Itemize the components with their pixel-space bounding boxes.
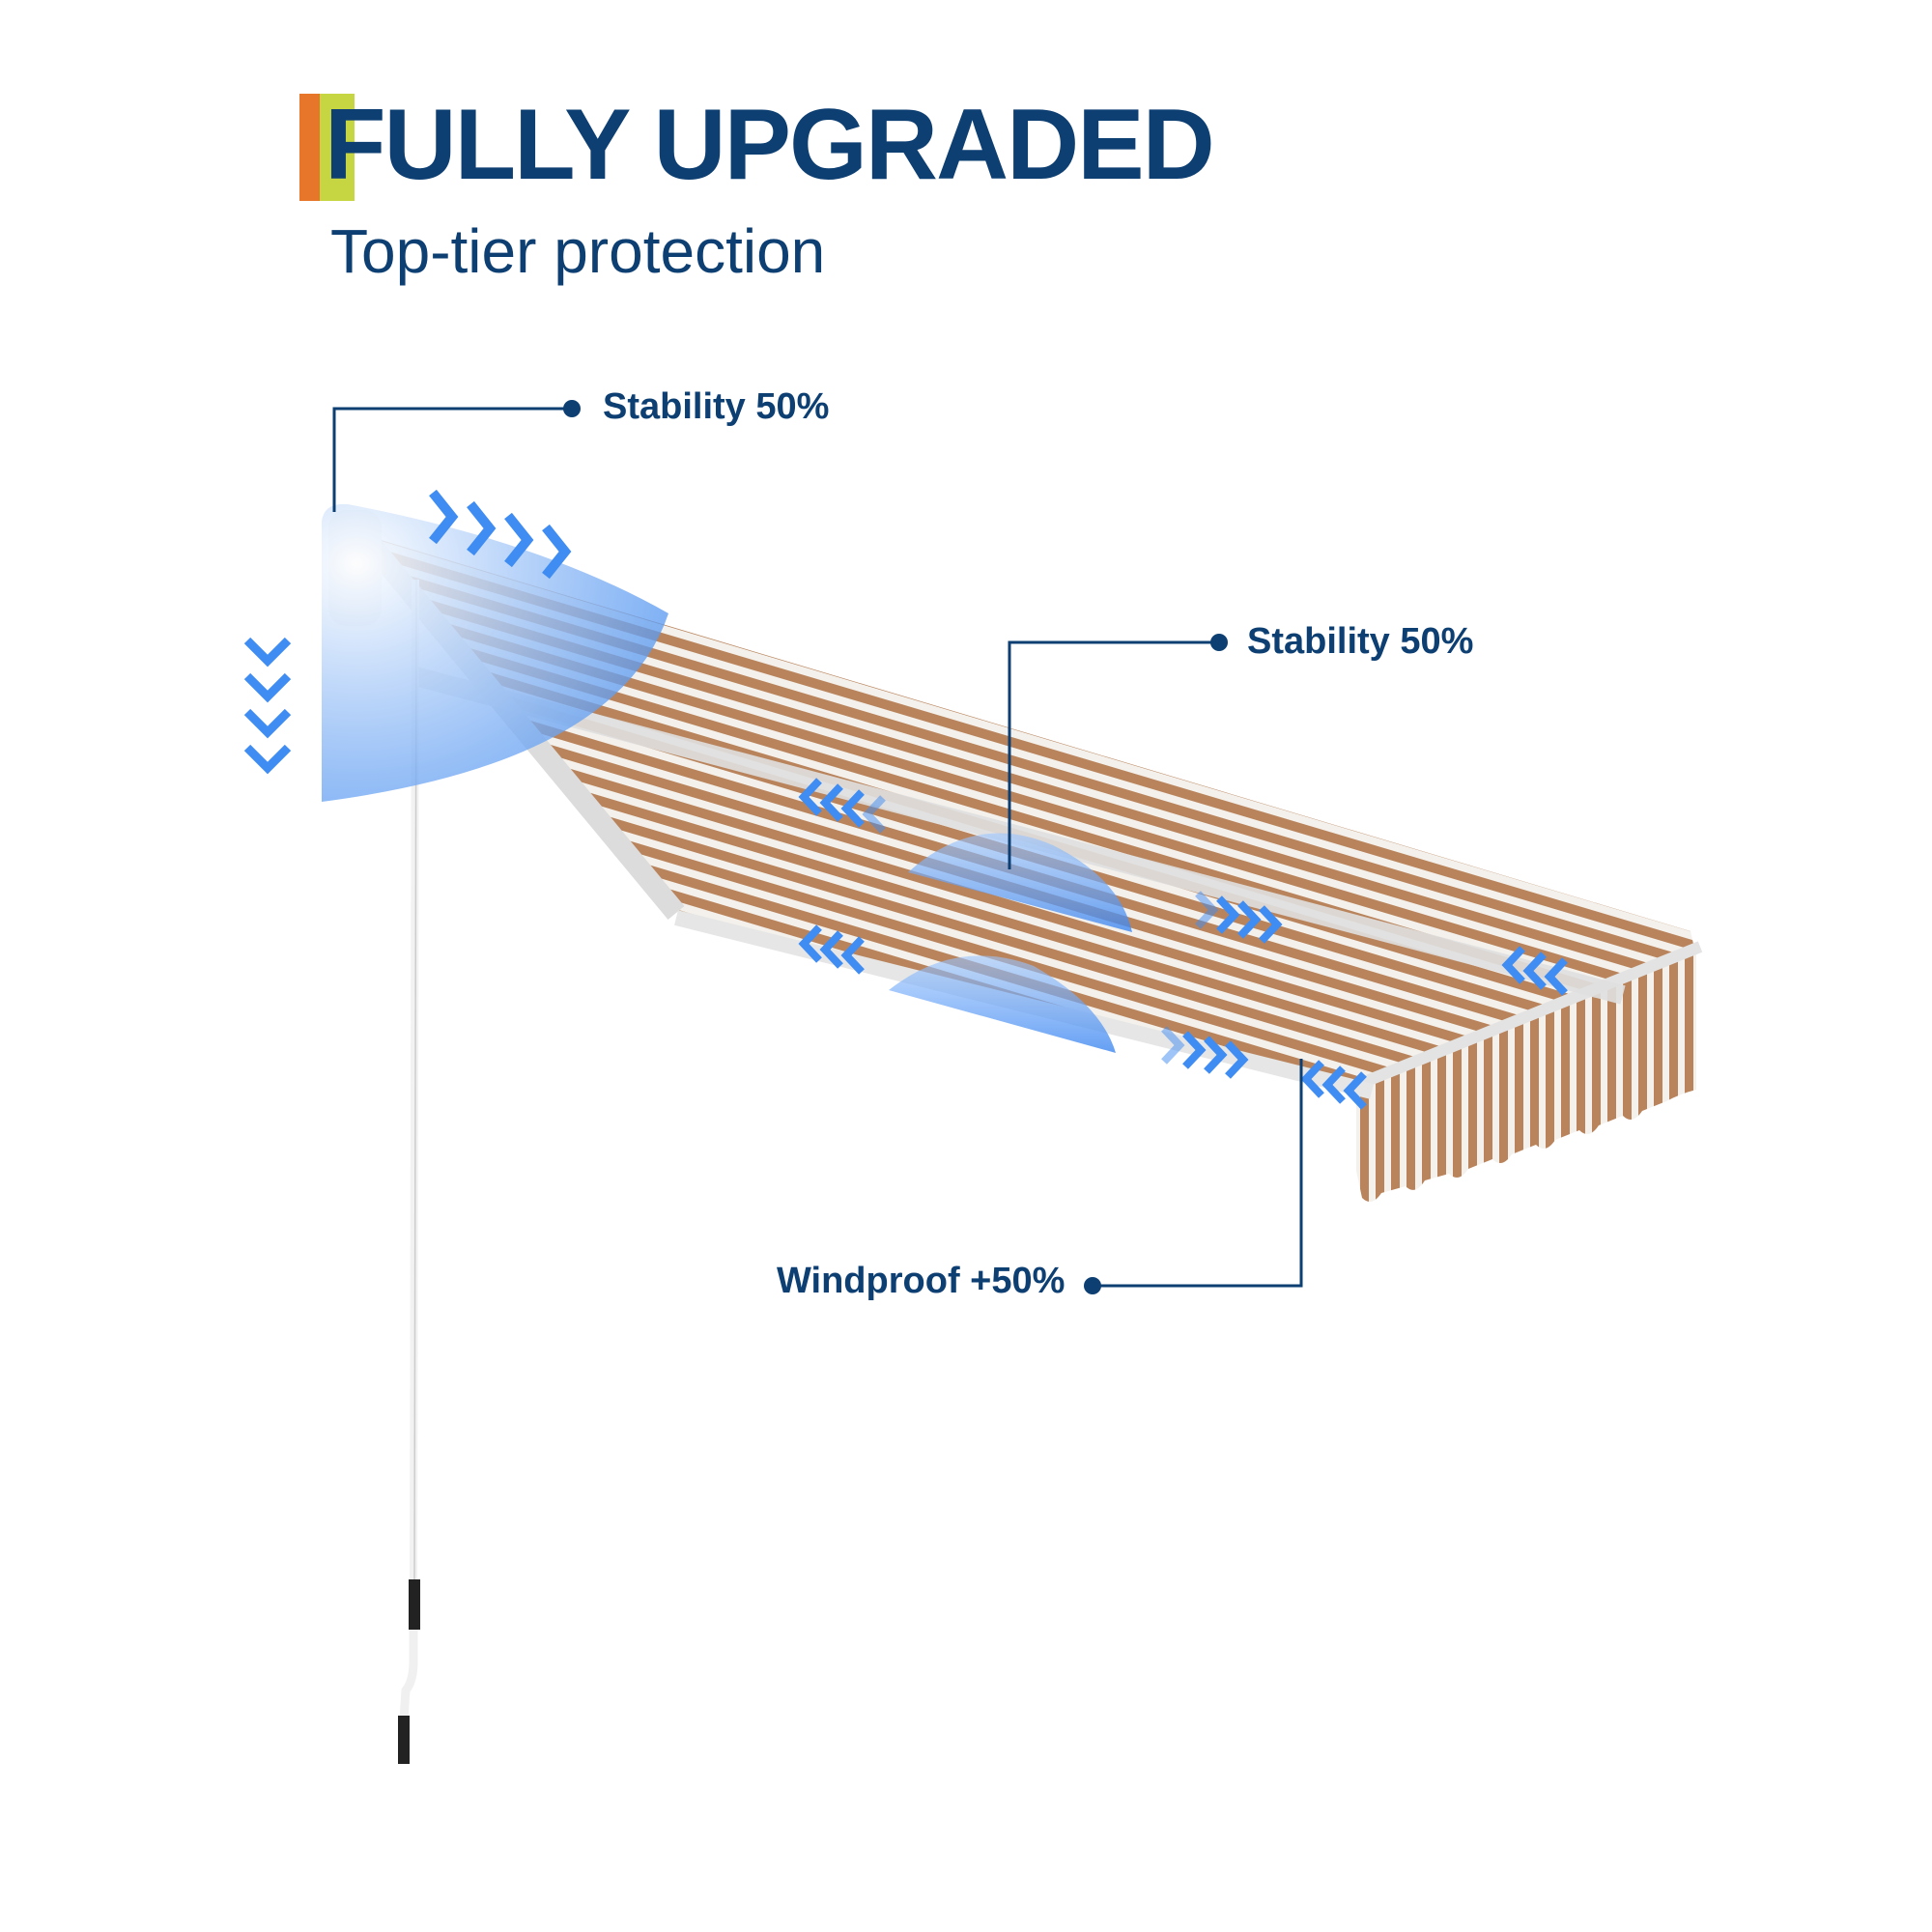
chevron-right-icon-group	[429, 489, 572, 580]
callout-windproof: Windproof +50%	[777, 1261, 1065, 1301]
callout-leader-1	[332, 400, 581, 512]
accent-bar-green	[320, 94, 355, 201]
chevron-down-icon-group	[243, 637, 292, 775]
awning-fabric	[378, 539, 1696, 1096]
stability-glow-center	[908, 833, 1132, 932]
callout-leader-2	[1008, 634, 1228, 869]
front-bar	[1350, 941, 1703, 1093]
page-subtitle: Top-tier protection	[330, 216, 826, 286]
page-title: FULLY UPGRADED	[325, 89, 1215, 201]
crank-grip-end	[398, 1716, 410, 1764]
stability-glow-wall	[322, 503, 668, 802]
windproof-glow	[889, 955, 1116, 1053]
callout-stability-cassette: Stability 50%	[603, 386, 830, 427]
callout-stability-arm: Stability 50%	[1247, 621, 1474, 662]
crank-handle-bend	[399, 1623, 418, 1720]
chevron-right-icon-group	[1161, 891, 1283, 1079]
crank-grip	[409, 1579, 420, 1630]
awning-valance	[1356, 953, 1696, 1202]
callout-leader-3	[1084, 1059, 1303, 1294]
accent-bar-orange	[299, 94, 321, 201]
chevron-left-icon-group	[798, 778, 1568, 1110]
